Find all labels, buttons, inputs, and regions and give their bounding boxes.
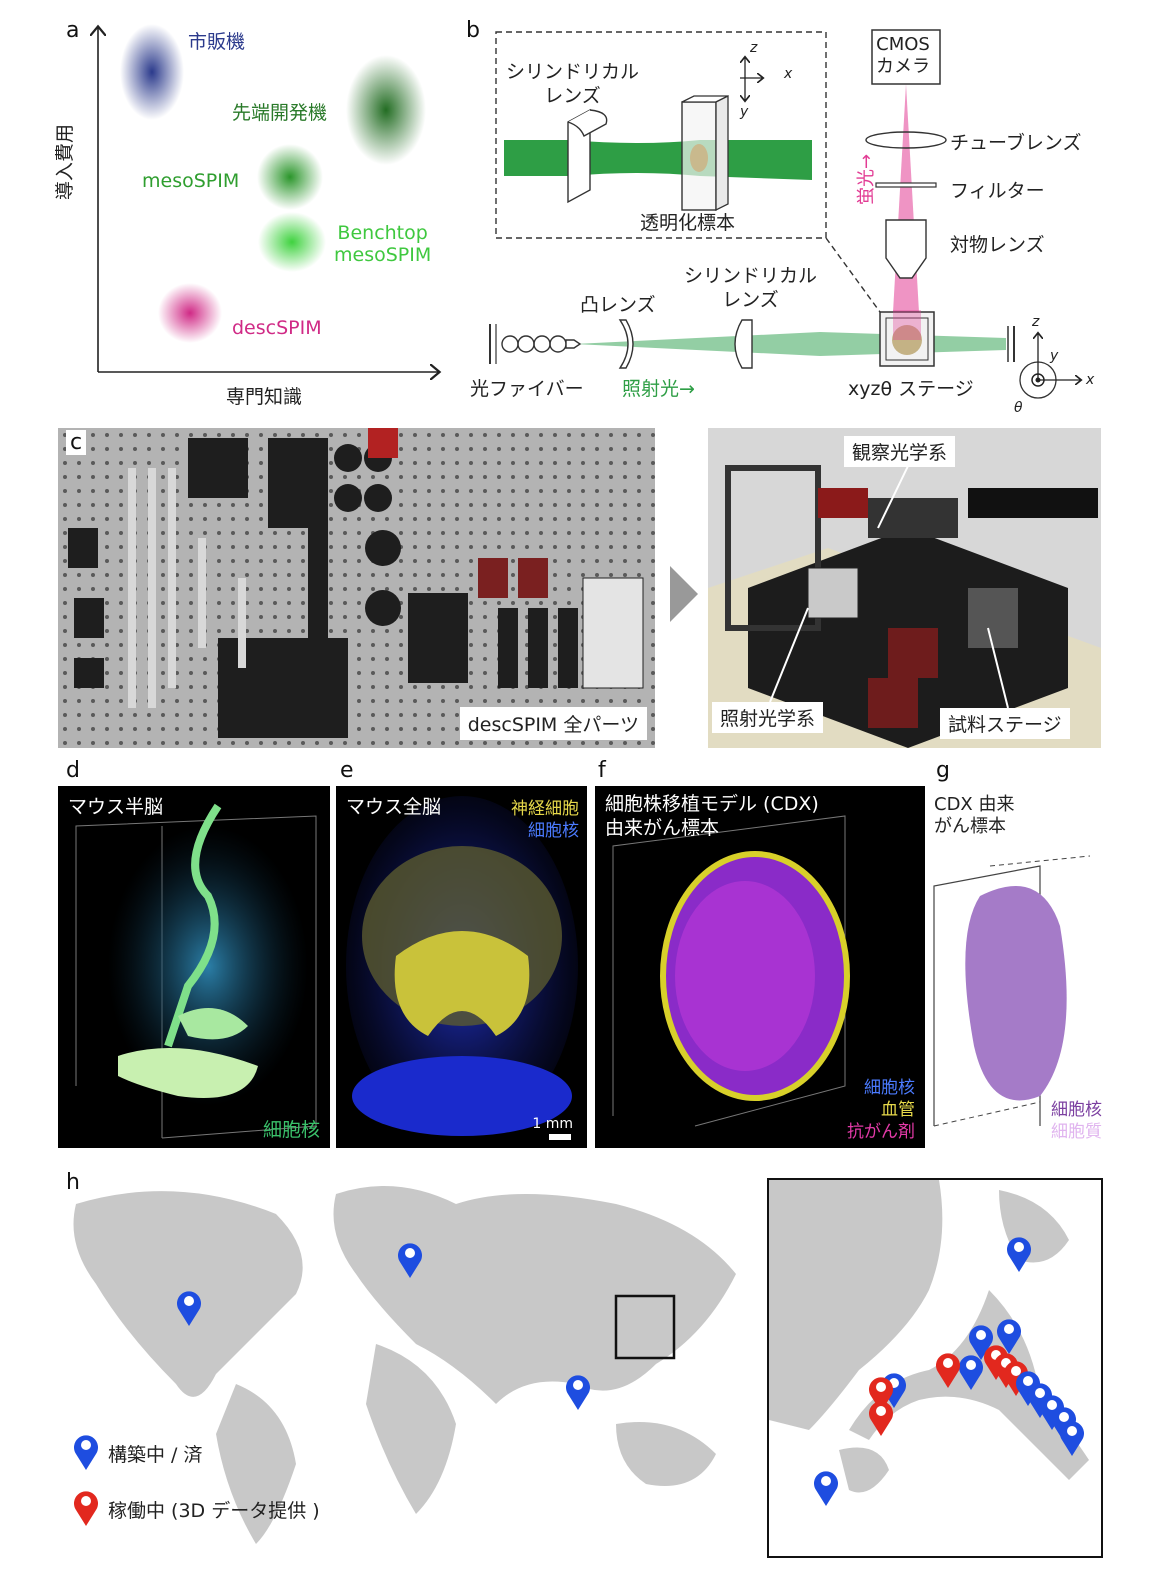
b-fiber-label: 光ファイバー	[470, 378, 584, 400]
b-filter-label: フィルター	[950, 180, 1045, 202]
label-descspim: descSPIM	[232, 317, 322, 339]
objective-lens	[885, 219, 927, 279]
world-map	[73, 1186, 736, 1544]
label-advanced: 先端開発機	[232, 102, 328, 124]
mouse-wholebrain-image: マウス全脳 神経細胞 細胞核 1 mm	[336, 786, 587, 1148]
bubble-commercial	[120, 24, 184, 120]
pin-icon	[1028, 1383, 1052, 1418]
pin-icon	[1016, 1371, 1040, 1406]
e-scalebar	[549, 1134, 571, 1140]
panel-label-c: c	[66, 430, 87, 455]
legend-red-label: 稼働中 (3D データ提供 )	[108, 1500, 320, 1522]
panel-label-f: f	[598, 758, 606, 783]
f-ch2: 血管	[881, 1100, 915, 1120]
legend-blue-label: 構築中 / 済	[108, 1444, 203, 1466]
b-axis-y2: y	[1050, 348, 1059, 364]
pin-icon	[969, 1325, 993, 1360]
pin-icon	[869, 1401, 893, 1436]
arrow-icon	[670, 566, 698, 622]
stage-label: 試料ステージ	[940, 708, 1070, 739]
b-axis-z2: z	[1032, 314, 1040, 330]
f-ch1: 細胞核	[864, 1078, 915, 1098]
pin-icon	[959, 1355, 983, 1390]
stage-cube	[879, 311, 935, 367]
b-axis-x: x	[784, 66, 793, 82]
panel-a-chart	[0, 24, 460, 420]
pin-icon	[1004, 1361, 1028, 1396]
f-ch3: 抗がん剤	[847, 1122, 915, 1142]
convex-lens	[618, 319, 634, 369]
assembled-photo: 観察光学系 照射光学系 試料ステージ	[708, 428, 1101, 748]
mouse-hemibrain-image: マウス半脳 細胞核	[58, 786, 330, 1148]
g-ch1: 細胞核	[1051, 1100, 1102, 1120]
b-axis-z: z	[750, 40, 758, 56]
b-inset-sample-label: 透明化標本	[640, 212, 736, 234]
panel-label-g: g	[936, 758, 950, 783]
legend-pin-red-icon	[74, 1491, 98, 1526]
b-cmos-label: CMOS カメラ	[876, 34, 930, 77]
label-mesospim: mesoSPIM	[142, 170, 240, 192]
panel-b-diagram	[489, 29, 1154, 399]
d-title: マウス半脳	[68, 796, 164, 818]
pin-icon	[566, 1375, 590, 1410]
label-benchtop: Benchtop mesoSPIM	[334, 222, 432, 266]
cyl-lens	[734, 319, 753, 369]
g-ch2: 細胞質	[1051, 1122, 1102, 1142]
inset-box	[495, 31, 827, 239]
observe-label: 観察光学系	[844, 436, 956, 467]
b-objective-label: 対物レンズ	[950, 234, 1045, 256]
legend-pin-blue-icon	[74, 1435, 98, 1470]
panel-label-e: e	[340, 758, 354, 783]
pin-icon	[936, 1353, 960, 1388]
g-title: CDX 由来 がん標本	[934, 794, 1015, 837]
inset-beam	[504, 140, 812, 180]
a-xlabel: 専門知識	[226, 386, 303, 408]
b-axis-y: y	[740, 104, 749, 120]
panel-label-d: d	[66, 758, 80, 783]
illum-beam	[574, 332, 1006, 356]
panel-label-h: h	[66, 1170, 80, 1195]
pin-icon	[1040, 1395, 1064, 1430]
b-axis-theta: θ	[1014, 400, 1023, 416]
b-convex-label: 凸レンズ	[580, 294, 656, 316]
bubble-advanced	[346, 55, 426, 165]
e-scale: 1 mm	[532, 1116, 573, 1132]
b-illum-label: 照射光→	[622, 378, 695, 400]
b-tube-label: チューブレンズ	[950, 132, 1082, 154]
illum-label: 照射光学系	[712, 702, 824, 733]
panel-label-a: a	[66, 18, 80, 43]
b-inset-lens-label: シリンドリカル レンズ	[506, 61, 640, 107]
bubble-benchtop	[258, 212, 326, 272]
pin-icon	[997, 1319, 1021, 1354]
pin-icon	[869, 1377, 893, 1412]
japan-inset-box	[614, 1294, 676, 1360]
bubble-descspim	[158, 283, 222, 343]
pin-icon	[1060, 1421, 1084, 1456]
cdx-tumor-image: 細胞株移植モデル (CDX) 由来がん標本 細胞核 血管 抗がん剤	[595, 786, 925, 1148]
b-cyl-label: シリンドリカル レンズ	[684, 265, 818, 311]
a-ylabel: 導入費用	[54, 123, 76, 200]
e-title: マウス全脳	[346, 796, 442, 818]
b-stage-label: xyzθ ステージ	[848, 378, 974, 400]
cmos-camera	[871, 29, 941, 85]
bubble-mesospim	[257, 144, 323, 210]
parts-caption: descSPIM 全パーツ	[459, 707, 647, 740]
parts-photo: descSPIM 全パーツ	[58, 428, 655, 748]
b-axis-x2: x	[1086, 372, 1095, 388]
pin-icon	[398, 1243, 422, 1278]
e-ch1: 神経細胞	[511, 799, 579, 819]
pin-icon	[814, 1471, 838, 1506]
label-commercial: 市販機	[188, 31, 246, 53]
filter	[875, 182, 937, 188]
tube-lens	[865, 131, 947, 149]
cdx-stained-panel: CDX 由来 がん標本 細胞核 細胞質	[930, 786, 1102, 1148]
pin-icon	[177, 1291, 201, 1326]
b-fluor-label: 蛍光→	[856, 153, 877, 205]
pin-icon	[1007, 1237, 1031, 1272]
d-stain: 細胞核	[262, 1119, 320, 1141]
e-ch2: 細胞核	[528, 821, 579, 841]
f-title: 細胞株移植モデル (CDX) 由来がん標本	[605, 793, 819, 839]
panel-label-b: b	[466, 18, 480, 43]
